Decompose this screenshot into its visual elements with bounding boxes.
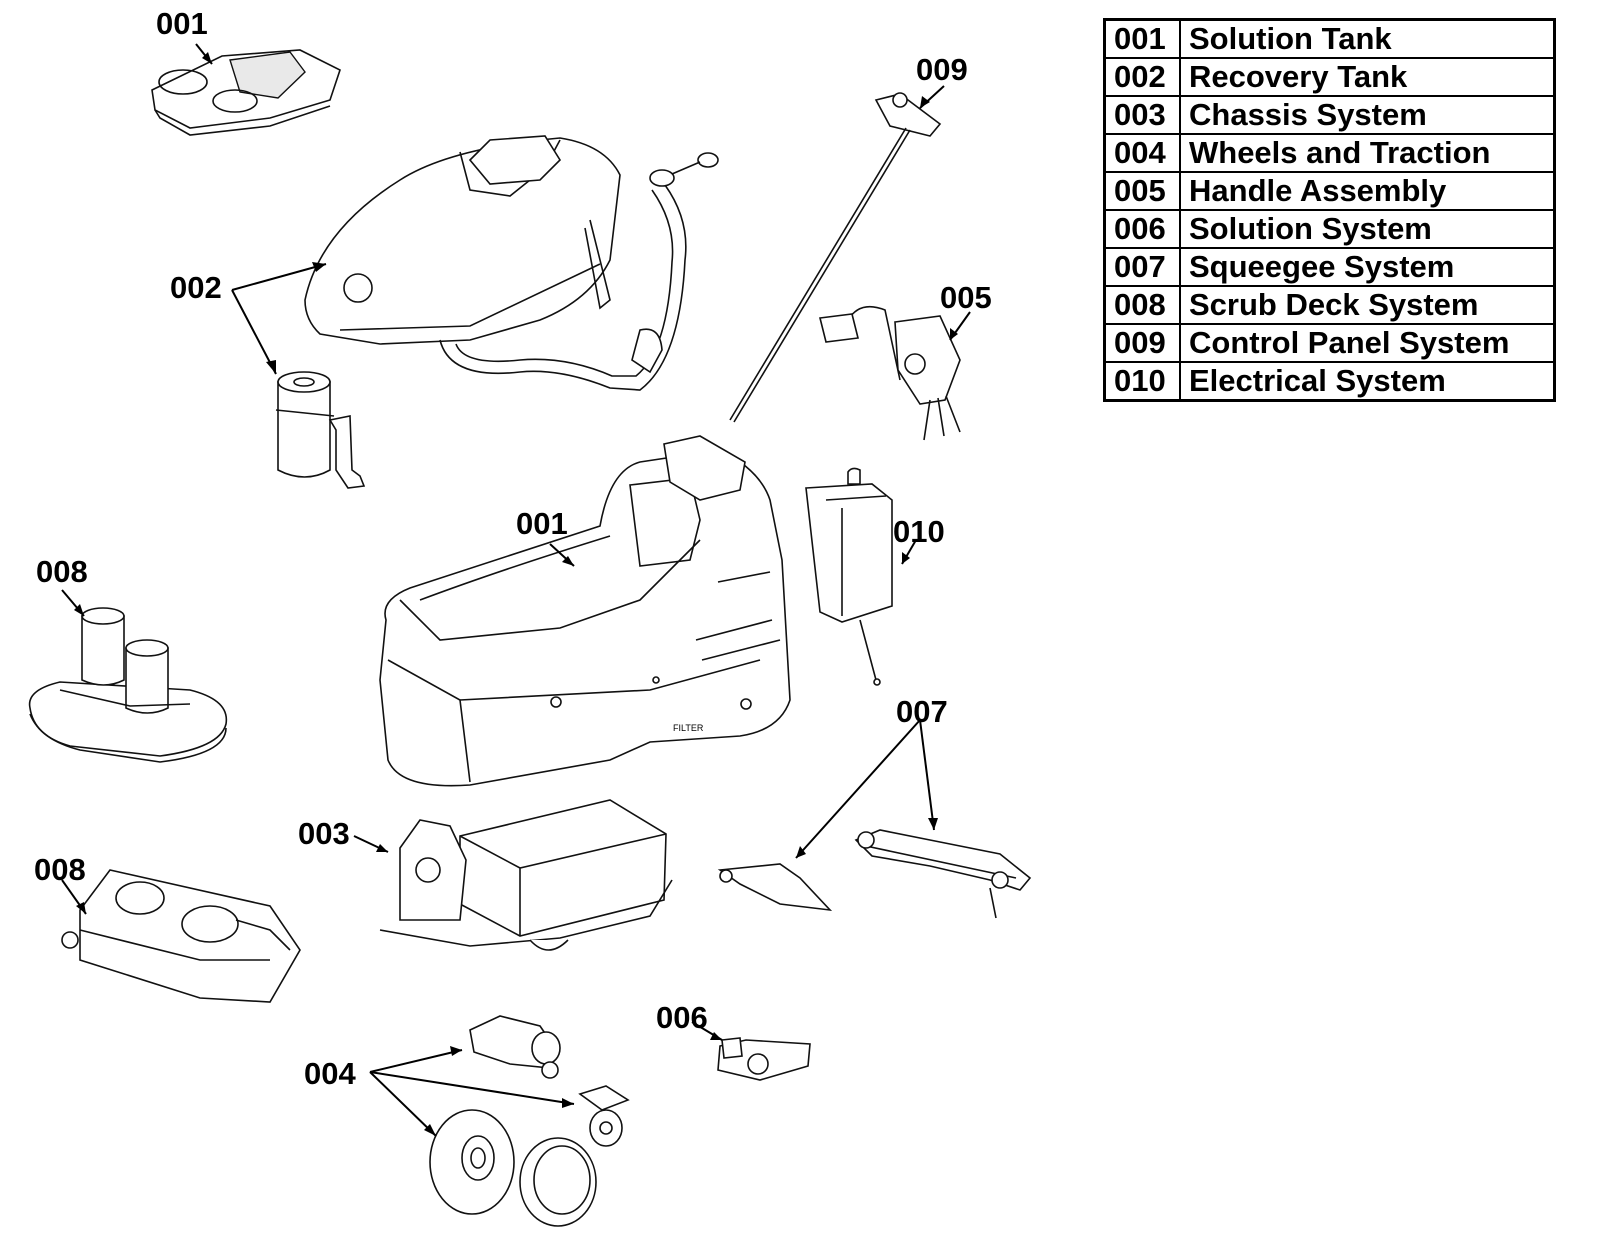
callout-005: 005 [940,280,992,315]
callout-008-cylindrical: 008 [34,852,86,887]
recovery-filter-canister-part [275,371,366,489]
callout-006: 006 [656,1000,708,1035]
callout-001-mid: 001 [516,506,568,541]
legend-code: 005 [1103,171,1181,211]
legend-code: 010 [1103,361,1181,402]
callout-004: 004 [304,1056,356,1091]
squeegee-mount-part [717,863,833,912]
recovery-tank-part [304,135,621,345]
legend-name: Handle Assembly [1179,171,1556,211]
hub-cap-wheel-part [519,1137,597,1227]
legend-code: 003 [1103,95,1181,135]
legend-name: Chassis System [1179,95,1556,135]
electrical-box-part [805,467,893,686]
scrub-deck-cylindrical-part [61,869,301,1003]
legend-name: Control Panel System [1179,323,1556,363]
legend-code: 006 [1103,209,1181,249]
legend-code: 001 [1103,18,1181,59]
control-panel-part [729,92,942,423]
filter-marking: FILTER [673,723,704,733]
caster-wheel-part [578,1085,630,1147]
legend-code: 009 [1103,323,1181,363]
legend-code: 002 [1103,57,1181,97]
solution-tank-lid-part [151,49,341,136]
legend-name: Recovery Tank [1179,57,1556,97]
legend-name: Wheels and Traction [1179,133,1556,173]
recovery-hose-part [439,152,719,391]
callout-leaders [61,43,971,1137]
chassis-part [379,799,673,951]
callout-003: 003 [298,816,350,851]
callout-002: 002 [170,270,222,305]
handle-assembly-part [819,305,961,441]
callout-010: 010 [893,514,945,549]
legend-code: 007 [1103,247,1181,287]
callout-007: 007 [896,694,948,729]
traction-motor-part [469,1015,561,1079]
drive-wheel-part [429,1109,515,1215]
legend-name: Scrub Deck System [1179,285,1556,325]
legend-code: 004 [1103,133,1181,173]
solution-valve-part [717,1037,811,1081]
legend-name: Solution System [1179,209,1556,249]
squeegee-blade-part [854,829,1032,919]
callout-008-disc: 008 [36,554,88,589]
solution-tank-body-part [379,435,791,787]
legend-name: Solution Tank [1179,18,1556,59]
callout-001-top: 001 [156,6,208,41]
legend-name: Electrical System [1179,361,1556,402]
legend-name: Squeegee System [1179,247,1556,287]
callout-009: 009 [916,52,968,87]
scrub-deck-disc-part [28,607,228,763]
legend-code: 008 [1103,285,1181,325]
